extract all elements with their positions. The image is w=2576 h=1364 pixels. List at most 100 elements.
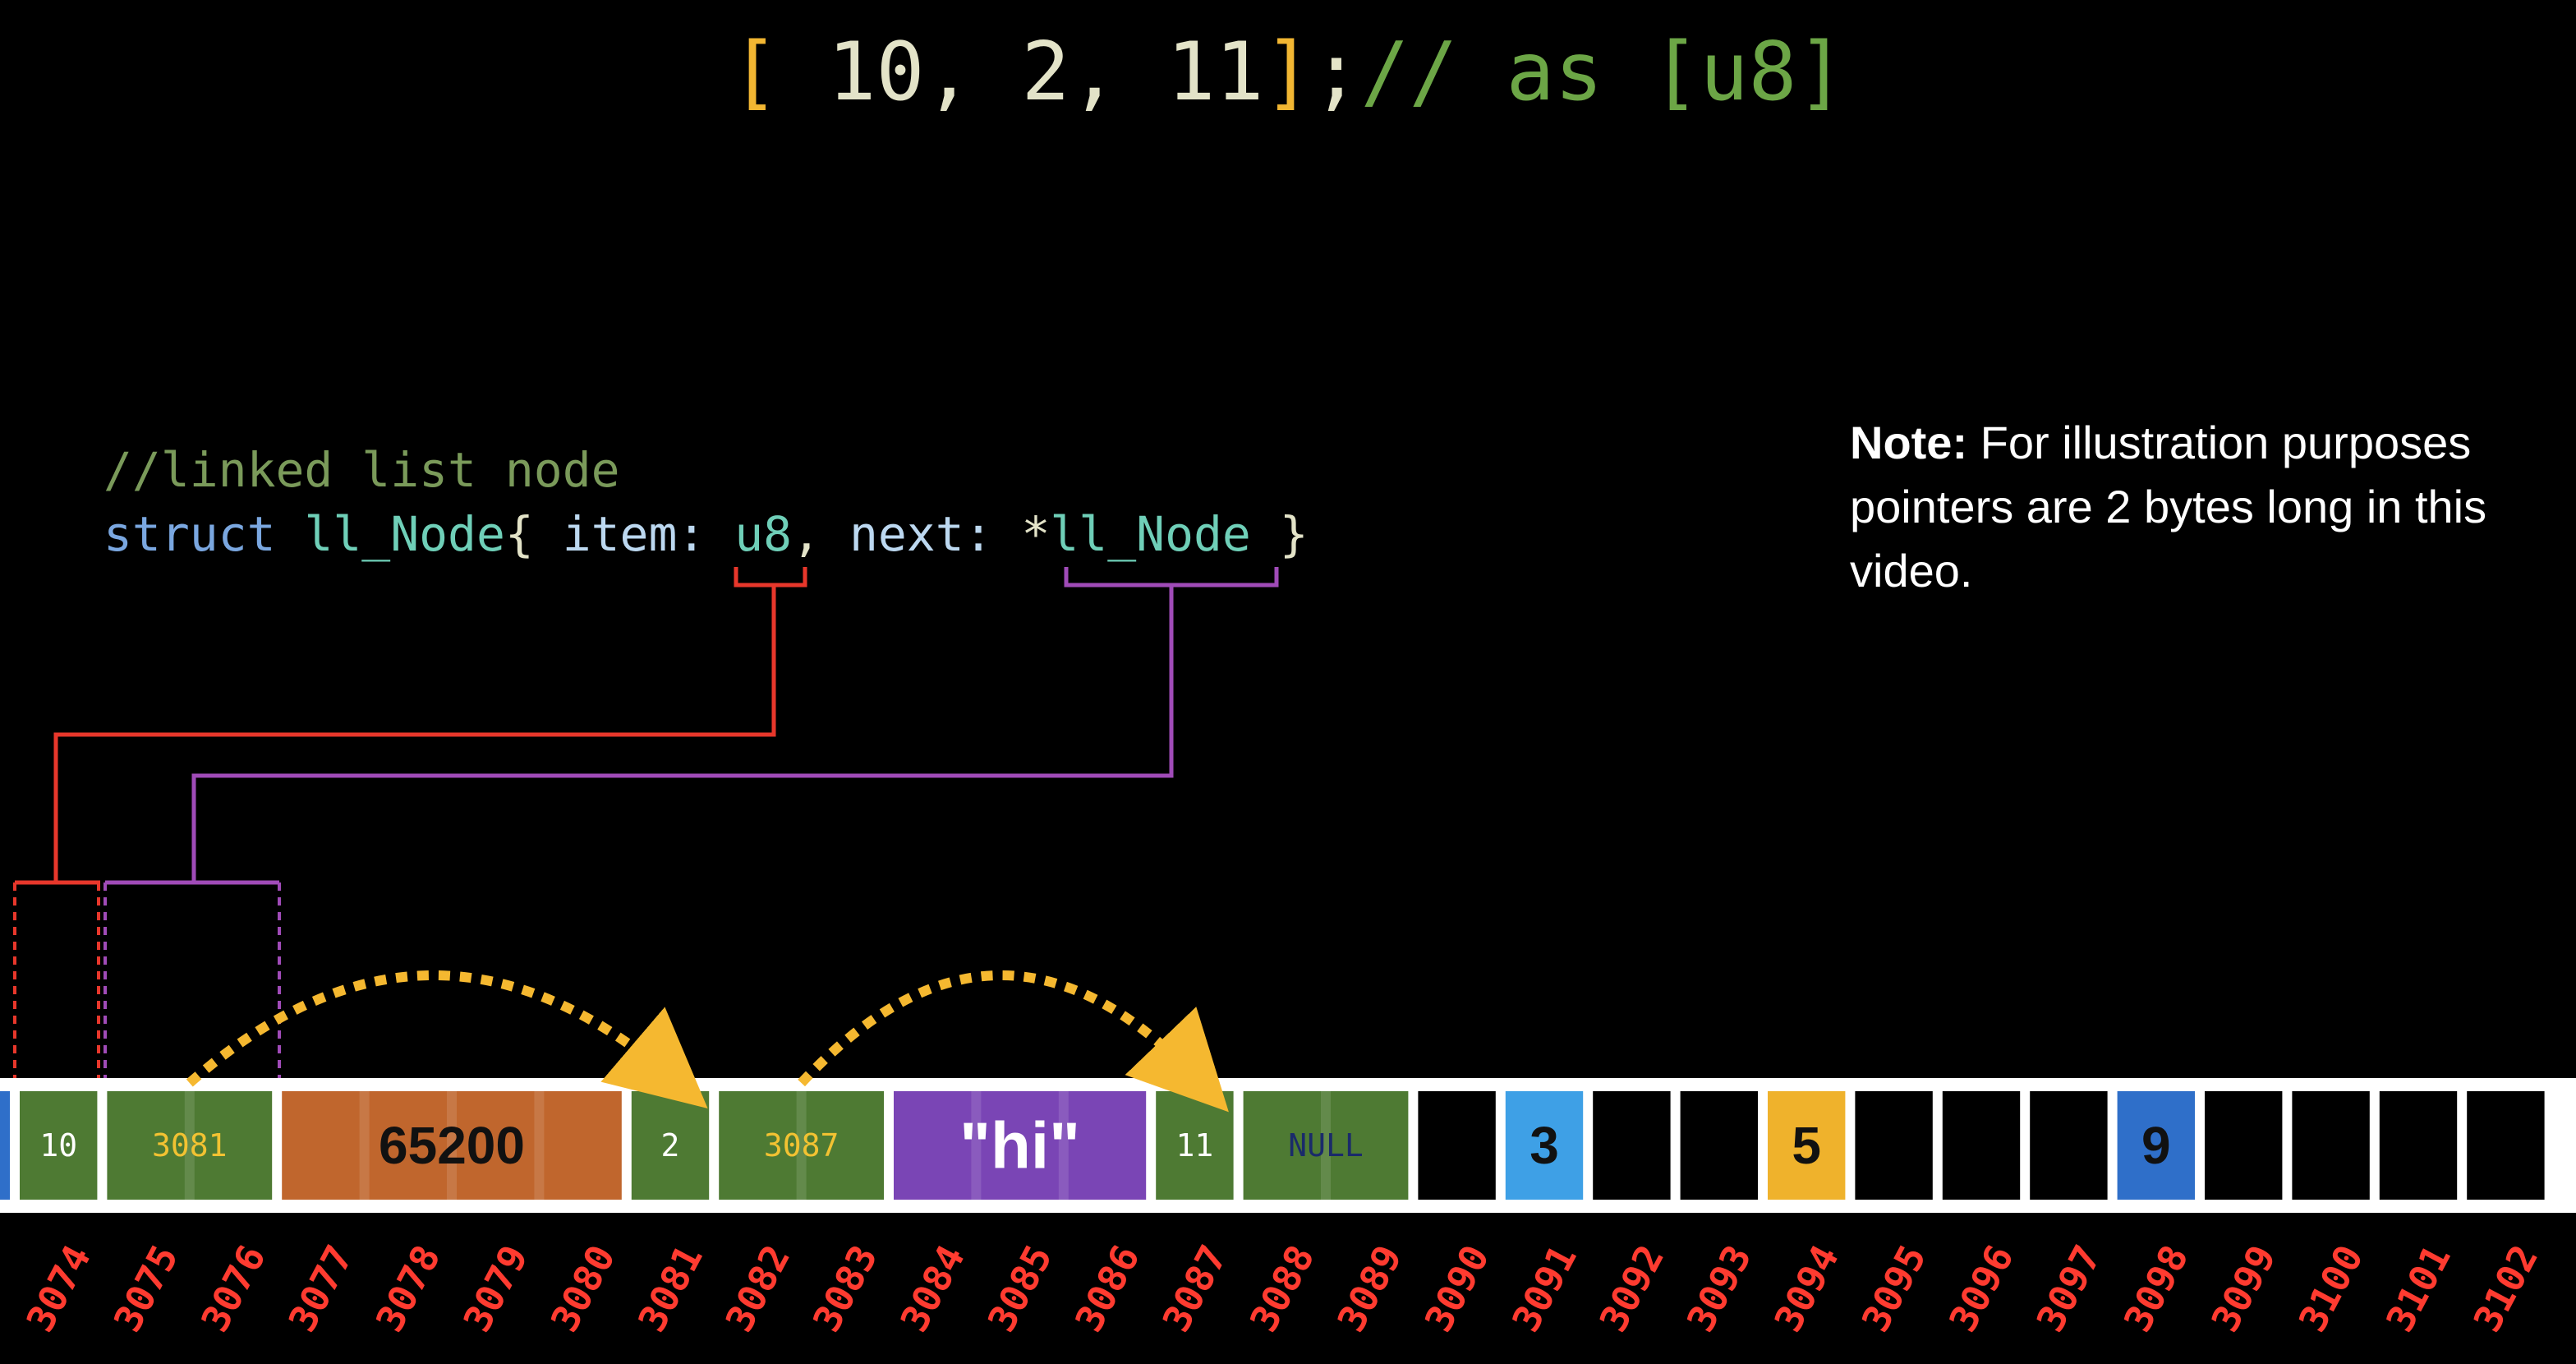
byte-divider <box>796 1091 807 1200</box>
address-label: 3093 <box>1678 1237 1760 1339</box>
address-label: 3092 <box>1591 1237 1673 1339</box>
field-item: item: <box>562 506 706 562</box>
address-label: 3088 <box>1241 1237 1323 1339</box>
address-label: 3076 <box>192 1237 274 1339</box>
note-box: Note: For illustration purposes pointers… <box>1850 411 2556 603</box>
struct-keyword: struct <box>104 506 276 562</box>
memory-cell <box>1855 1091 1933 1200</box>
leading-partial-cell <box>0 1091 10 1200</box>
memory-cell-value: "hi" <box>959 1109 1080 1182</box>
pointer-arrows <box>186 970 1229 1113</box>
address-label: 3091 <box>1503 1237 1585 1339</box>
memory-cell <box>894 1091 1147 1200</box>
memory-cell <box>2030 1091 2108 1200</box>
memory-cell <box>2292 1091 2370 1200</box>
address-label: 3084 <box>891 1237 973 1339</box>
pointer-arrow <box>798 970 1229 1113</box>
array-close-bracket: ] <box>1263 25 1313 119</box>
memory-cell <box>1768 1091 1846 1200</box>
note-label: Note: <box>1850 417 1968 468</box>
memory-cell <box>2379 1091 2458 1200</box>
address-label: 3080 <box>542 1237 624 1339</box>
address-label: 3074 <box>17 1237 99 1339</box>
struct-name: ll_Node <box>304 506 505 562</box>
address-label: 3075 <box>105 1237 187 1339</box>
memory-cell <box>1418 1091 1496 1200</box>
memory-cell <box>1680 1091 1758 1200</box>
memory-cell <box>2117 1091 2195 1200</box>
pointer-arrow <box>186 970 708 1108</box>
memory-cell <box>1505 1091 1584 1200</box>
memory-cell <box>719 1091 884 1200</box>
address-label: 3089 <box>1328 1237 1410 1339</box>
address-label: 3097 <box>2028 1237 2110 1339</box>
address-label: 3096 <box>1940 1237 2022 1339</box>
address-label: 3085 <box>979 1237 1061 1339</box>
next-type-bracket <box>1064 567 1279 588</box>
address-label: 3099 <box>2202 1237 2284 1339</box>
next-connector-line <box>191 585 1174 882</box>
memory-cell <box>2467 1091 2545 1200</box>
address-label: 3098 <box>2115 1237 2197 1339</box>
brace-close: } <box>1279 506 1309 562</box>
array-literal-line: [ 10, 2, 11];// as [u8] <box>0 23 2576 122</box>
array-comment: // as [u8] <box>1360 25 1846 119</box>
code-comment: //linked list node <box>104 442 620 498</box>
memory-cell-value: 3081 <box>152 1127 228 1164</box>
byte-divider <box>1058 1091 1069 1200</box>
struct-definition: struct ll_Node{ item: u8, next: *ll_Node… <box>104 505 1309 564</box>
address-label: 3086 <box>1066 1237 1148 1339</box>
address-label: 3102 <box>2465 1237 2547 1339</box>
memory-cell <box>282 1091 622 1200</box>
memory-cell-value: 3 <box>1530 1116 1559 1175</box>
address-label: 3083 <box>804 1237 886 1339</box>
item-type-bracket <box>734 567 807 588</box>
address-label: 3087 <box>1154 1237 1236 1339</box>
address-label: 3090 <box>1416 1237 1498 1339</box>
address-label: 3100 <box>2290 1237 2372 1339</box>
address-label: 3081 <box>629 1237 711 1339</box>
memory-cell <box>20 1091 98 1200</box>
byte-divider <box>971 1091 982 1200</box>
address-label: 3078 <box>367 1237 449 1339</box>
byte-divider <box>1321 1091 1331 1200</box>
brace-open: { <box>504 506 534 562</box>
byte-divider <box>447 1091 457 1200</box>
array-semicolon: ; <box>1312 25 1361 119</box>
address-label: 3077 <box>280 1237 362 1339</box>
field-comma: , <box>792 506 821 562</box>
memory-cell-value: 5 <box>1792 1116 1821 1175</box>
address-label: 3094 <box>1765 1237 1847 1339</box>
memory-cell <box>1593 1091 1671 1200</box>
note-text: For illustration purposes pointers are 2… <box>1850 417 2487 597</box>
byte-divider <box>534 1091 545 1200</box>
pointer-star: * <box>1021 506 1051 562</box>
item-connector-line <box>53 585 776 882</box>
field-connectors <box>13 567 1279 1085</box>
array-open-bracket: [ <box>730 25 780 119</box>
field-next: next: <box>849 506 993 562</box>
address-label: 3082 <box>717 1237 799 1339</box>
field-next-type: ll_Node <box>1050 506 1251 562</box>
memory-cell <box>631 1091 710 1200</box>
field-item-type: u8 <box>734 506 793 562</box>
memory-cell <box>1243 1091 1409 1200</box>
memory-cell <box>2205 1091 2283 1200</box>
memory-cell-value: 65200 <box>379 1116 525 1175</box>
memory-cell <box>107 1091 273 1200</box>
array-values: 10, 2, 11 <box>779 25 1264 119</box>
address-label: 3095 <box>1853 1237 1935 1339</box>
memory-cell-value: 3087 <box>764 1127 840 1164</box>
memory-cell <box>1942 1091 2021 1200</box>
memory-cell-value: 2 <box>661 1127 680 1164</box>
address-label: 3101 <box>2377 1237 2459 1339</box>
memory-cell-value: 9 <box>2141 1116 2171 1175</box>
memory-cell-value: NULL <box>1288 1127 1364 1164</box>
byte-divider <box>184 1091 195 1200</box>
byte-divider <box>359 1091 370 1200</box>
memory-cell-value: 10 <box>39 1127 77 1164</box>
